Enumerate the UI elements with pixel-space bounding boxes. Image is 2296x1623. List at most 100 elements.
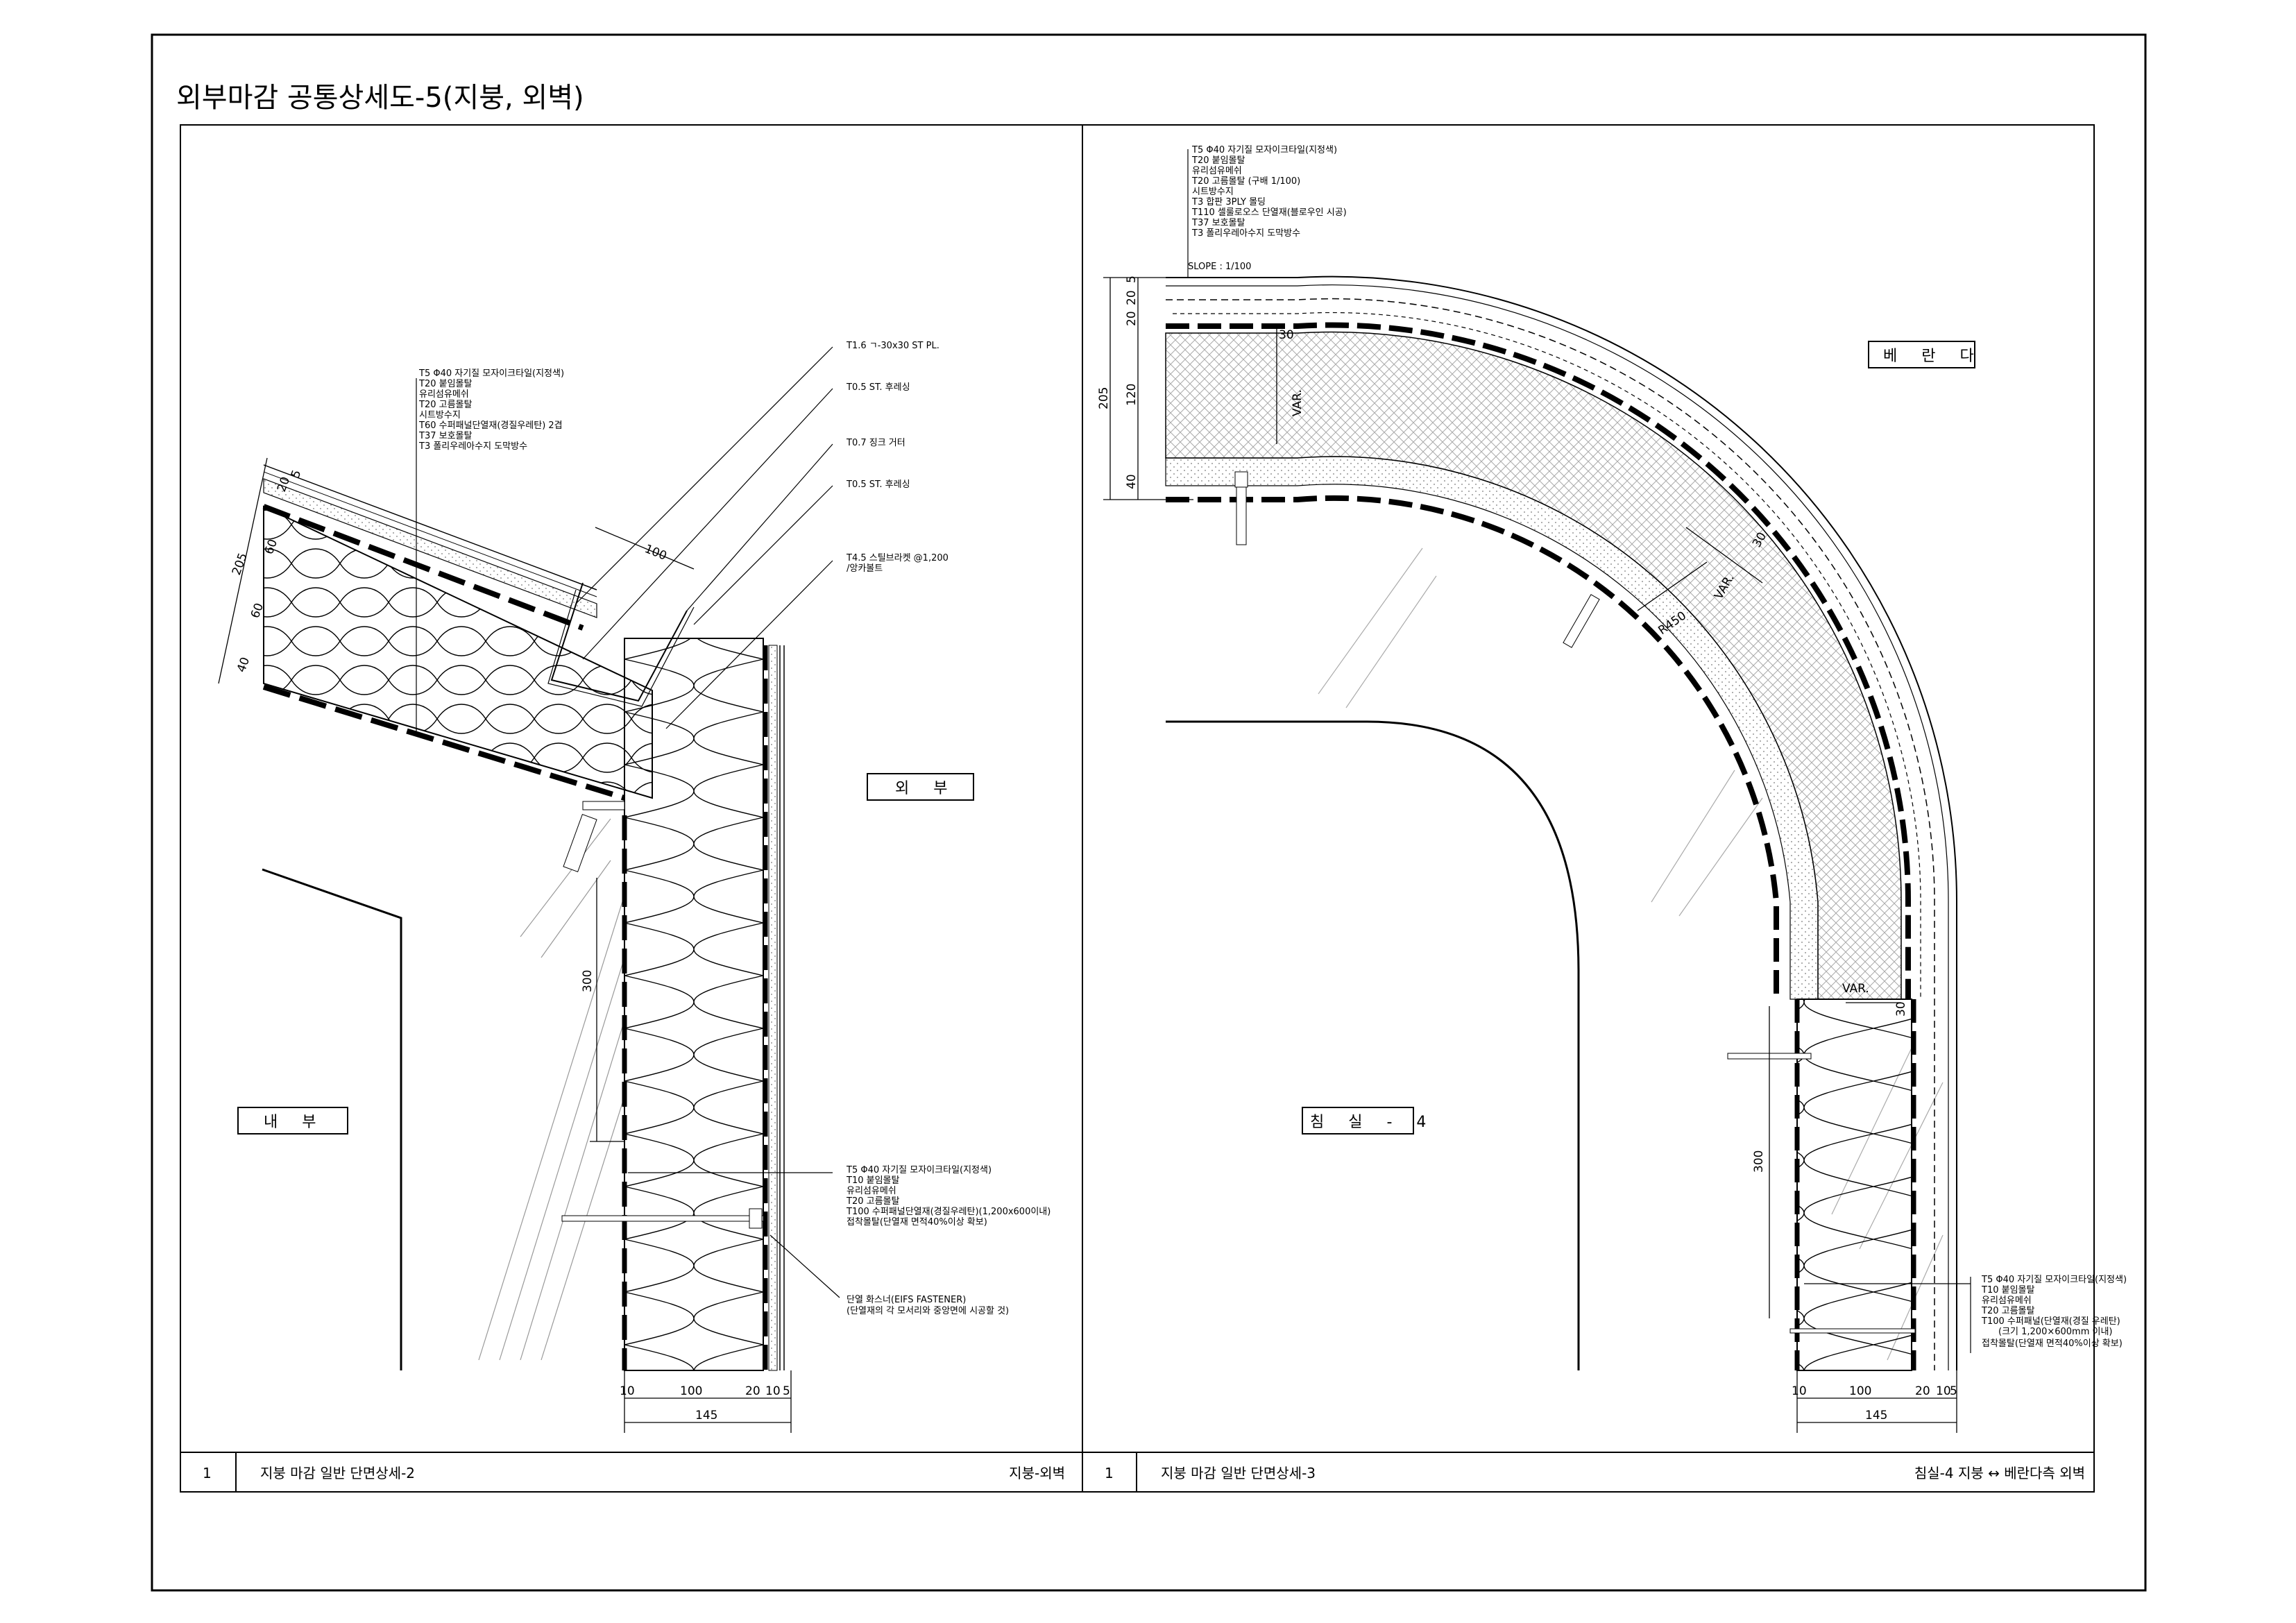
svg-text:T0.5 ST. 후레싱: T0.5 ST. 후레싱 bbox=[846, 479, 910, 490]
svg-text:T1.6 ㄱ-30x30 ST PL.: T1.6 ㄱ-30x30 ST PL. bbox=[846, 341, 939, 351]
svg-text:100: 100 bbox=[1849, 1384, 1871, 1398]
svg-text:20: 20 bbox=[1125, 311, 1139, 326]
svg-text:SLOPE : 1/100: SLOPE : 1/100 bbox=[1188, 262, 1251, 272]
svg-text:T100 수퍼패널(단열재(경질 우레탄): T100 수퍼패널(단열재(경질 우레탄) bbox=[1981, 1316, 2120, 1327]
svg-text:T20 고름몰탈: T20 고름몰탈 bbox=[418, 400, 472, 410]
svg-text:T0.5 ST. 후레싱: T0.5 ST. 후레싱 bbox=[846, 382, 910, 393]
roof-anchor bbox=[1236, 478, 1247, 545]
svg-text:T0.7 징크 거터: T0.7 징크 거터 bbox=[846, 438, 905, 448]
steel-bracket bbox=[582, 801, 625, 810]
svg-text:30: 30 bbox=[1894, 1001, 1908, 1017]
svg-text:T10 붙임몰탈: T10 붙임몰탈 bbox=[846, 1175, 899, 1186]
svg-text:T10 붙임몰탈: T10 붙임몰탈 bbox=[1981, 1285, 2034, 1295]
label-box-interior bbox=[237, 1107, 348, 1135]
svg-text:T3 합판 3PLY 몰딩: T3 합판 3PLY 몰딩 bbox=[1191, 197, 1266, 207]
left-callouts: T1.6 ㄱ-30x30 ST PL. T0.5 ST. 후레싱 T0.7 징크… bbox=[846, 341, 949, 574]
svg-text:시트방수지: 시트방수지 bbox=[1192, 187, 1234, 197]
right-dimension-lines bbox=[1103, 277, 1957, 1433]
svg-text:T4.5 스틸브라켓 @1,200: T4.5 스틸브라켓 @1,200 bbox=[846, 553, 949, 563]
svg-text:10: 10 bbox=[620, 1384, 635, 1398]
svg-text:T3 폴리우레아수지 도막방수: T3 폴리우레아수지 도막방수 bbox=[1191, 228, 1300, 239]
svg-text:145: 145 bbox=[695, 1409, 717, 1422]
svg-text:T20 고름몰탈: T20 고름몰탈 bbox=[846, 1196, 899, 1207]
svg-text:300: 300 bbox=[1752, 1150, 1766, 1173]
structure-hatching bbox=[478, 818, 625, 1361]
svg-text:T5 Φ40 자기질 모자이크타일(지정색): T5 Φ40 자기질 모자이크타일(지정색) bbox=[1981, 1275, 2127, 1285]
ceiling-membrane bbox=[1166, 495, 1779, 999]
svg-text:T20 붙임몰탈: T20 붙임몰탈 bbox=[1191, 155, 1245, 166]
curved-anchor bbox=[1563, 594, 1600, 648]
left-dimension-lines bbox=[218, 457, 792, 1433]
svg-text:10: 10 bbox=[1936, 1384, 1951, 1398]
svg-text:205: 205 bbox=[230, 551, 250, 577]
svg-text:5: 5 bbox=[783, 1384, 790, 1398]
svg-text:20: 20 bbox=[745, 1384, 760, 1398]
wall-insulation bbox=[624, 638, 764, 1371]
svg-text:10: 10 bbox=[1792, 1384, 1807, 1398]
svg-text:20: 20 bbox=[1915, 1384, 1930, 1398]
svg-text:T5 Φ40 자기질 모자이크타일(지정색): T5 Φ40 자기질 모자이크타일(지정색) bbox=[418, 368, 564, 379]
roof-insulation bbox=[263, 505, 653, 799]
left-roof-notes: T5 Φ40 자기질 모자이크타일(지정색) T20 붙임몰탈 유리섬유메쉬 T… bbox=[418, 368, 564, 452]
svg-text:T20 고름몰탈 (구배 1/100): T20 고름몰탈 (구배 1/100) bbox=[1191, 176, 1300, 187]
svg-text:(단열재의 각 모서리와 중앙면에 시공할 것): (단열재의 각 모서리와 중앙면에 시공할 것) bbox=[847, 1306, 1009, 1316]
svg-text:접착몰탈(단열재 면적40%이상 확보): 접착몰탈(단열재 면적40%이상 확보) bbox=[847, 1217, 987, 1227]
svg-text:유리섬유메쉬: 유리섬유메쉬 bbox=[1192, 166, 1242, 176]
svg-text:T37 보호몰탈: T37 보호몰탈 bbox=[1191, 218, 1245, 228]
label-veranda: 베 란 다 bbox=[1883, 348, 1984, 365]
right-title-number: 1 bbox=[1105, 1465, 1114, 1481]
right-wall-notes: T5 Φ40 자기질 모자이크타일(지정색) T10 붙임몰탈 유리섬유메쉬 T… bbox=[1981, 1275, 2127, 1349]
svg-text:유리섬유메쉬: 유리섬유메쉬 bbox=[847, 1186, 896, 1196]
svg-text:단열 화스너(EIFS FASTENER): 단열 화스너(EIFS FASTENER) bbox=[847, 1295, 966, 1305]
left-detail bbox=[218, 346, 840, 1433]
svg-text:시트방수지: 시트방수지 bbox=[419, 410, 461, 420]
svg-text:5: 5 bbox=[1950, 1384, 1957, 1398]
svg-text:T60 수퍼패널단열재(경질우레탄) 2겹: T60 수퍼패널단열재(경질우레탄) 2겹 bbox=[418, 420, 563, 431]
svg-text:T5 Φ40 자기질 모자이크타일(지정색): T5 Φ40 자기질 모자이크타일(지정색) bbox=[846, 1165, 992, 1175]
left-leader-lines bbox=[416, 346, 840, 1298]
svg-text:145: 145 bbox=[1865, 1409, 1887, 1422]
sheet-border bbox=[151, 33, 2147, 1592]
svg-text:T37 보호몰탈: T37 보호몰탈 bbox=[418, 431, 472, 441]
svg-text:300: 300 bbox=[581, 970, 595, 992]
label-interior: 내 부 bbox=[264, 1114, 325, 1131]
svg-text:10: 10 bbox=[765, 1384, 781, 1398]
roof-waterproof-membrane bbox=[1166, 322, 1912, 999]
roof-mortar-layer bbox=[263, 478, 597, 618]
left-title-text: 지붕 마감 일반 단면상세-2 bbox=[260, 1465, 415, 1481]
right-leader-lines bbox=[1187, 149, 1971, 1353]
label-box-veranda bbox=[1868, 341, 1975, 368]
svg-text:T100 수퍼패널단열재(경질우레탄)(1,200x600이: T100 수퍼패널단열재(경질우레탄)(1,200x600이내) bbox=[846, 1207, 1051, 1217]
interior-curved-outline bbox=[1166, 720, 1580, 1370]
interior-ceiling-outline bbox=[262, 868, 402, 1370]
svg-text:40: 40 bbox=[1125, 474, 1139, 489]
right-title-text: 지붕 마감 일반 단면상세-3 bbox=[1161, 1465, 1316, 1481]
svg-text:유리섬유메쉬: 유리섬유메쉬 bbox=[419, 389, 469, 400]
right-roof-notes: T5 Φ40 자기질 모자이크타일(지정색) T20 붙임몰탈 유리섬유메쉬 T… bbox=[1188, 145, 1347, 272]
right-title-scope: 침실-4 지붕 ↔ 베란다측 외벽 bbox=[1914, 1465, 2085, 1481]
svg-text:VAR.: VAR. bbox=[1291, 389, 1304, 416]
svg-text:유리섬유메쉬: 유리섬유메쉬 bbox=[1982, 1295, 2032, 1306]
svg-text:VAR.: VAR. bbox=[1842, 982, 1869, 996]
svg-text:T20 고름몰탈: T20 고름몰탈 bbox=[1981, 1306, 2034, 1316]
svg-text:접착몰탈(단열재 면적40%이상 확보): 접착몰탈(단열재 면적40%이상 확보) bbox=[1982, 1339, 2123, 1349]
svg-text:40: 40 bbox=[235, 656, 253, 674]
svg-text:(크기 1,200×600mm 이내): (크기 1,200×600mm 이내) bbox=[1998, 1327, 2113, 1337]
roof-membrane-top bbox=[262, 504, 584, 631]
left-title-scope: 지붕-외벽 bbox=[1009, 1465, 1065, 1481]
label-box-exterior bbox=[867, 773, 974, 801]
label-exterior: 외 부 bbox=[895, 780, 957, 797]
svg-text:100: 100 bbox=[680, 1384, 702, 1398]
svg-text:/앙카볼트: /앙카볼트 bbox=[847, 563, 883, 574]
svg-text:T5 Φ40 자기질 모자이크타일(지정색): T5 Φ40 자기질 모자이크타일(지정색) bbox=[1191, 145, 1337, 155]
left-wall-notes: T5 Φ40 자기질 모자이크타일(지정색) T10 붙임몰탈 유리섬유메쉬 T… bbox=[846, 1165, 1051, 1316]
anchor-bolt bbox=[563, 814, 597, 872]
eifs-fastener bbox=[561, 1215, 764, 1222]
right-wall-insulation bbox=[1796, 999, 1912, 1371]
right-detail bbox=[1103, 149, 1971, 1433]
svg-text:120: 120 bbox=[1125, 384, 1139, 406]
svg-text:20: 20 bbox=[1125, 290, 1139, 305]
roof-membrane-bottom bbox=[262, 684, 626, 801]
svg-text:100: 100 bbox=[643, 542, 669, 563]
